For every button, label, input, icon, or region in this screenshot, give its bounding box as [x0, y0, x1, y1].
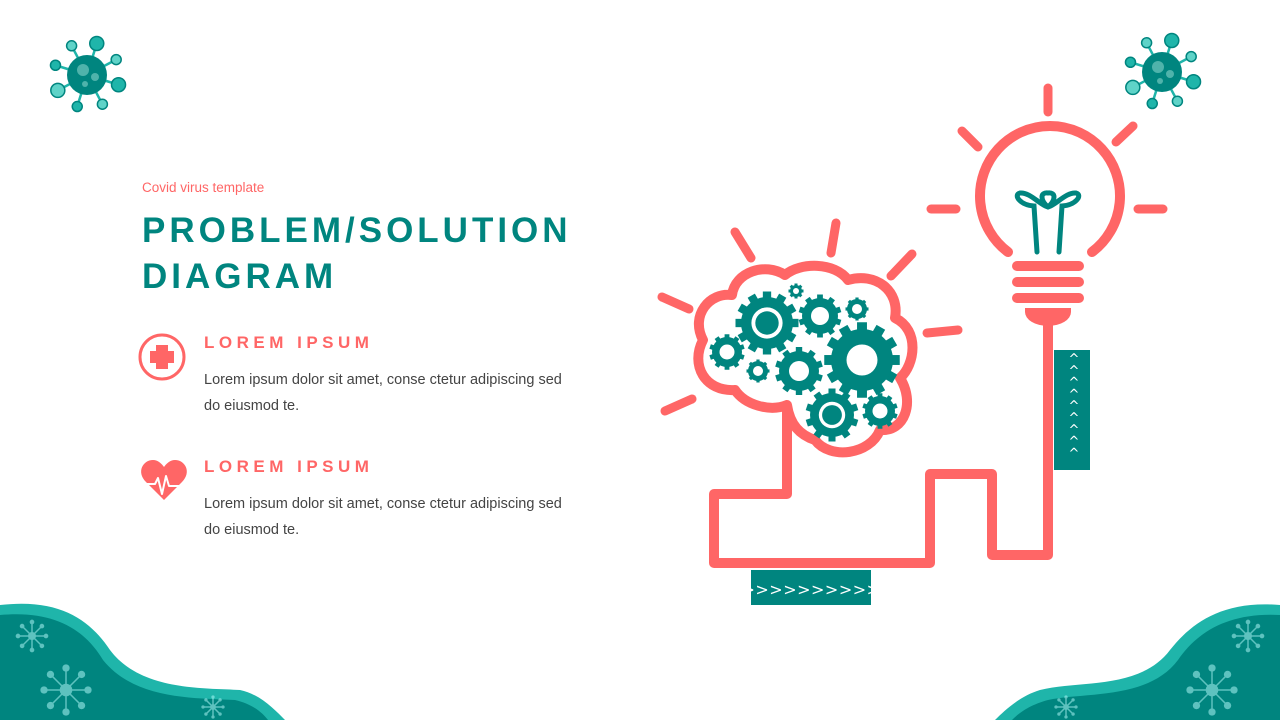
gear-icon — [788, 283, 804, 299]
subtitle: Covid virus template — [142, 180, 265, 195]
gears-group — [709, 283, 900, 442]
up-arrow-icon: ^ — [1069, 435, 1080, 450]
gear-icon — [775, 347, 823, 395]
up-arrow-icon: ^ — [1069, 446, 1080, 461]
heartbeat-icon — [141, 460, 187, 500]
up-arrow-icon: ^ — [1069, 376, 1080, 391]
bottom-left-wave — [0, 603, 285, 720]
item-heading: LOREM IPSUM — [204, 333, 374, 352]
idea-rays — [657, 83, 1168, 416]
gear-icon — [746, 359, 770, 383]
vertical-arrow-box: ^^^^^^^^^ — [1054, 350, 1090, 470]
title-line-2: DIAGRAM — [142, 257, 338, 296]
connector-path — [709, 318, 1053, 568]
gear-icon — [709, 334, 745, 370]
gear-icon — [805, 388, 859, 442]
bacteria-icon — [1054, 695, 1078, 719]
up-arrow-icon: ^ — [1069, 364, 1080, 379]
bottom-right-wave — [995, 604, 1280, 720]
gear-icon — [798, 294, 842, 338]
virus-icon — [1124, 32, 1202, 110]
up-arrow-icon: ^ — [1069, 399, 1080, 414]
filament-icon — [1014, 190, 1082, 255]
up-arrow-icon: ^ — [1069, 352, 1080, 367]
bacteria-icon — [1231, 619, 1265, 653]
up-arrow-icon: ^ — [1069, 423, 1080, 438]
list-item-problem: LOREM IPSUM Lorem ipsum dolor sit amet, … — [204, 333, 564, 419]
bacteria-icon — [40, 664, 92, 716]
list-item-solution: LOREM IPSUM Lorem ipsum dolor sit amet, … — [204, 457, 564, 543]
medical-cross-icon — [138, 333, 186, 381]
page-title: PROBLEM/SOLUTION DIAGRAM — [142, 208, 572, 300]
lightbulb-icon — [975, 121, 1125, 326]
item-heading: LOREM IPSUM — [204, 457, 374, 476]
gear-icon — [824, 322, 900, 398]
virus-icon — [49, 35, 127, 113]
horizontal-arrow-box: >>>>>>>>>> — [741, 570, 880, 605]
item-body: Lorem ipsum dolor sit amet, conse ctetur… — [204, 496, 562, 538]
horizontal-arrows-text: >>>>>>>>>> — [741, 580, 880, 599]
up-arrow-icon: ^ — [1069, 387, 1080, 402]
bacteria-icon — [15, 619, 49, 653]
gear-icon — [735, 291, 799, 355]
up-arrow-icon: ^ — [1069, 411, 1080, 426]
title-line-1: PROBLEM/SOLUTION — [142, 211, 572, 250]
bacteria-icon — [1186, 664, 1238, 716]
gear-icon — [862, 393, 898, 429]
bacteria-icon — [201, 695, 225, 719]
gear-icon — [845, 297, 869, 321]
item-body: Lorem ipsum dolor sit amet, conse ctetur… — [204, 372, 562, 414]
